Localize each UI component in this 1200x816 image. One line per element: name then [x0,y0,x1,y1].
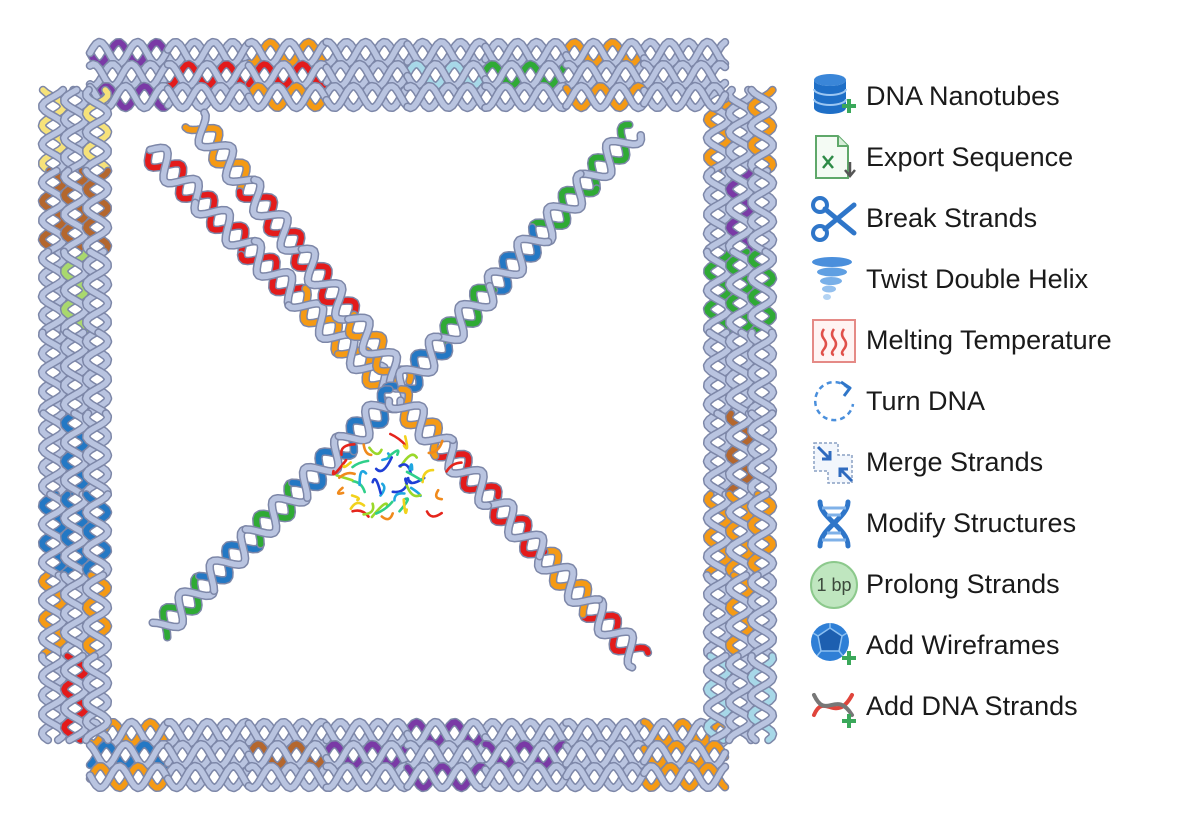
break-strands-tool[interactable]: Break Strands [808,188,1193,249]
merge-arrows-icon [813,441,854,484]
prolong-strands-tool[interactable]: 1 bp Prolong Strands [808,554,1193,615]
heat-waves-icon [812,318,856,363]
protein-cargo [331,432,463,521]
database-plus-icon [813,73,856,114]
scissors-icon [811,195,857,242]
tool-label: Melting Temperature [866,325,1112,355]
toolbox-panel: DNA Nanotubes Export Sequence Break Stra… [808,66,1193,737]
rotate-arrow-icon [813,380,855,421]
tool-label: Twist Double Helix [866,264,1089,294]
tool-label: Export Sequence [866,142,1074,172]
dna-nanotubes-tool[interactable]: DNA Nanotubes [808,66,1193,127]
tool-label: Add DNA Strands [866,691,1078,721]
tool-label: DNA Nanotubes [866,81,1060,111]
twist-double-helix-tool[interactable]: Twist Double Helix [808,249,1193,310]
tool-label: Prolong Strands [866,569,1060,599]
modify-structures-tool[interactable]: Modify Structures [808,493,1193,554]
add-dna-strands-tool[interactable]: Add DNA Strands [808,676,1193,737]
merge-strands-tool[interactable]: Merge Strands [808,432,1193,493]
melting-temperature-tool[interactable]: Melting Temperature [808,310,1193,371]
tool-label: Modify Structures [866,508,1077,538]
one-bp-icon: 1 bp [810,560,858,609]
turn-dna-tool[interactable]: Turn DNA [808,371,1193,432]
polyhedron-plus-icon [811,622,856,665]
spreadsheet-export-icon [815,134,856,179]
dna-strand-plus-icon [812,692,856,728]
export-sequence-tool[interactable]: Export Sequence [808,127,1193,188]
tool-label: Merge Strands [866,447,1044,477]
diagonal-helix-arms [143,108,653,672]
dna-helix-icon [817,499,851,548]
tool-label: Break Strands [866,203,1038,233]
tool-label: Turn DNA [866,386,986,416]
add-wireframes-tool[interactable]: Add Wireframes [808,615,1193,676]
tornado-icon [812,256,852,300]
helix-frame [37,37,778,793]
dna-origami-structure [37,37,778,793]
svg-text:1 bp: 1 bp [816,575,851,595]
tool-label: Add Wireframes [866,630,1060,660]
